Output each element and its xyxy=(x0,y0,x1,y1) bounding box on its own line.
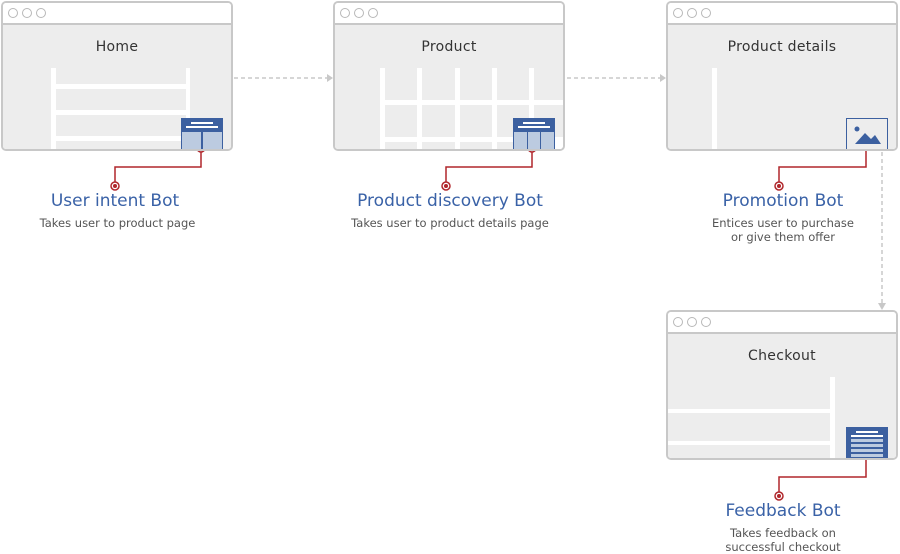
bot-title-promotion: Promotion Bot xyxy=(722,191,844,211)
window-dot-icon xyxy=(368,8,378,18)
screen-body xyxy=(668,68,896,149)
bot-description-product-discovery: Takes user to product details page xyxy=(351,216,549,230)
window-dot-icon xyxy=(354,8,364,18)
form-icon[interactable] xyxy=(846,427,888,458)
chat-widget-icon[interactable] xyxy=(181,118,223,149)
callout-line-promotion xyxy=(778,148,867,186)
window-titlebar xyxy=(668,3,896,25)
window-dot-icon xyxy=(701,317,711,327)
screen-product-details: Product details xyxy=(666,1,898,151)
callout-line-product-discovery xyxy=(445,148,533,186)
callout-line-feedback xyxy=(778,458,867,496)
screen-product: Product xyxy=(333,1,565,151)
image-icon[interactable] xyxy=(846,118,888,149)
window-dot-icon xyxy=(340,8,350,18)
callout-line-user-intent xyxy=(114,148,202,186)
bot-description-promotion: Entices user to purchase or give them of… xyxy=(711,216,855,244)
bot-title-feedback: Feedback Bot xyxy=(725,501,841,521)
window-dot-icon xyxy=(22,8,32,18)
window-dot-icon xyxy=(701,8,711,18)
screen-checkout: Checkout xyxy=(666,310,898,460)
arrowhead-icon xyxy=(660,74,666,82)
screen-header: Product details xyxy=(668,25,896,68)
chat-widget-icon[interactable] xyxy=(513,118,555,149)
arrowhead-icon xyxy=(327,74,333,82)
window-titlebar xyxy=(335,3,563,25)
window-dot-icon xyxy=(8,8,18,18)
window-dot-icon xyxy=(687,317,697,327)
arrowhead-icon xyxy=(878,303,886,310)
window-titlebar xyxy=(668,312,896,334)
window-dot-icon xyxy=(673,317,683,327)
screen-home: Home xyxy=(1,1,233,151)
screen-header: Checkout xyxy=(668,334,896,377)
screen-header: Product xyxy=(335,25,563,68)
bot-title-user-intent: User intent Bot xyxy=(50,191,180,211)
window-titlebar xyxy=(3,3,231,25)
window-dot-icon xyxy=(673,8,683,18)
window-dot-icon xyxy=(36,8,46,18)
bot-title-product-discovery: Product discovery Bot xyxy=(357,191,543,211)
bot-description-user-intent: Takes user to product page xyxy=(39,216,196,230)
screen-header: Home xyxy=(3,25,231,68)
window-dot-icon xyxy=(687,8,697,18)
